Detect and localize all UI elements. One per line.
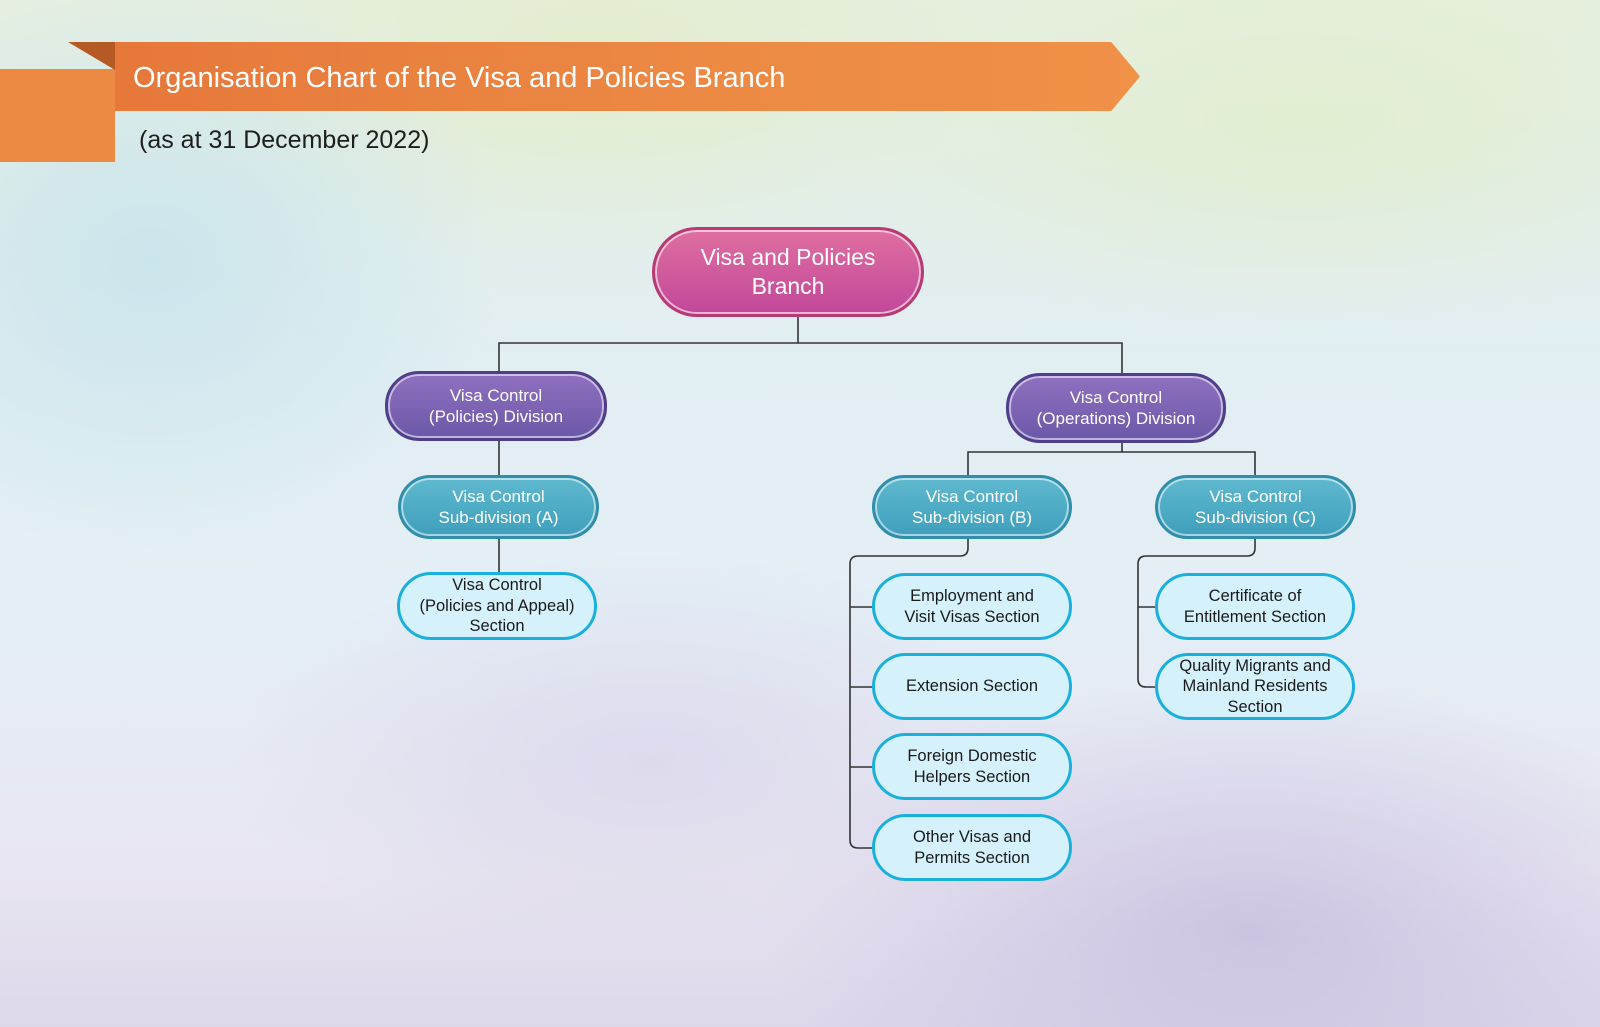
section-quality-migrants-label: Quality Migrants and Mainland Residents … (1179, 656, 1331, 716)
page-title: Organisation Chart of the Visa and Polic… (133, 62, 786, 94)
section-policies-appeal-label: Visa Control (Policies and Appeal) Secti… (419, 576, 575, 636)
section-other-visas-label: Other Visas and Permits Section (912, 827, 1031, 867)
section-policies-appeal-node: Visa Control (Policies and Appeal) Secti… (397, 572, 597, 640)
section-employment-visit-label: Employment and Visit Visas Section (904, 586, 1040, 626)
subdivision-c-label: Visa Control Sub-division (C) (1195, 486, 1316, 527)
title-banner (115, 42, 1140, 111)
section-entitlement-node: Certificate of Entitlement Section (1155, 573, 1355, 640)
branch-label: Visa and Policies Branch (700, 244, 876, 299)
section-other-visas-node: Other Visas and Permits Section (872, 814, 1072, 881)
section-entitlement-label: Certificate of Entitlement Section (1183, 586, 1327, 626)
division-policies-label: Visa Control (Policies) Division (428, 385, 564, 426)
subdivision-b-label: Visa Control Sub-division (B) (912, 486, 1032, 527)
subdivision-a-label: Visa Control Sub-division (A) (438, 486, 559, 527)
connector-operations-bus (967, 451, 1256, 475)
section-quality-migrants-node: Quality Migrants and Mainland Residents … (1155, 653, 1355, 720)
division-policies-node: Visa Control (Policies) Division (385, 371, 607, 441)
section-domestic-helpers-node: Foreign Domestic Helpers Section (872, 733, 1072, 800)
division-operations-label: Visa Control (Operations) Division (1036, 387, 1196, 428)
subdivision-b-node: Visa Control Sub-division (B) (872, 475, 1072, 539)
section-employment-visit-node: Employment and Visit Visas Section (872, 573, 1072, 640)
division-operations-node: Visa Control (Operations) Division (1006, 373, 1226, 443)
date-note: (as at 31 December 2022) (139, 126, 430, 154)
connector-branch-bus (498, 342, 1123, 373)
subdivision-c-node: Visa Control Sub-division (C) (1155, 475, 1356, 539)
section-extension-node: Extension Section (872, 653, 1072, 720)
connector-sub-b (849, 538, 969, 849)
section-domestic-helpers-label: Foreign Domestic Helpers Section (907, 746, 1037, 786)
subdivision-a-node: Visa Control Sub-division (A) (398, 475, 599, 539)
section-extension-label: Extension Section (905, 677, 1039, 696)
branch-node: Visa and Policies Branch (652, 227, 924, 317)
banner-flap (0, 69, 115, 162)
banner-fold (68, 42, 115, 70)
connector-sub-c (1137, 538, 1256, 688)
